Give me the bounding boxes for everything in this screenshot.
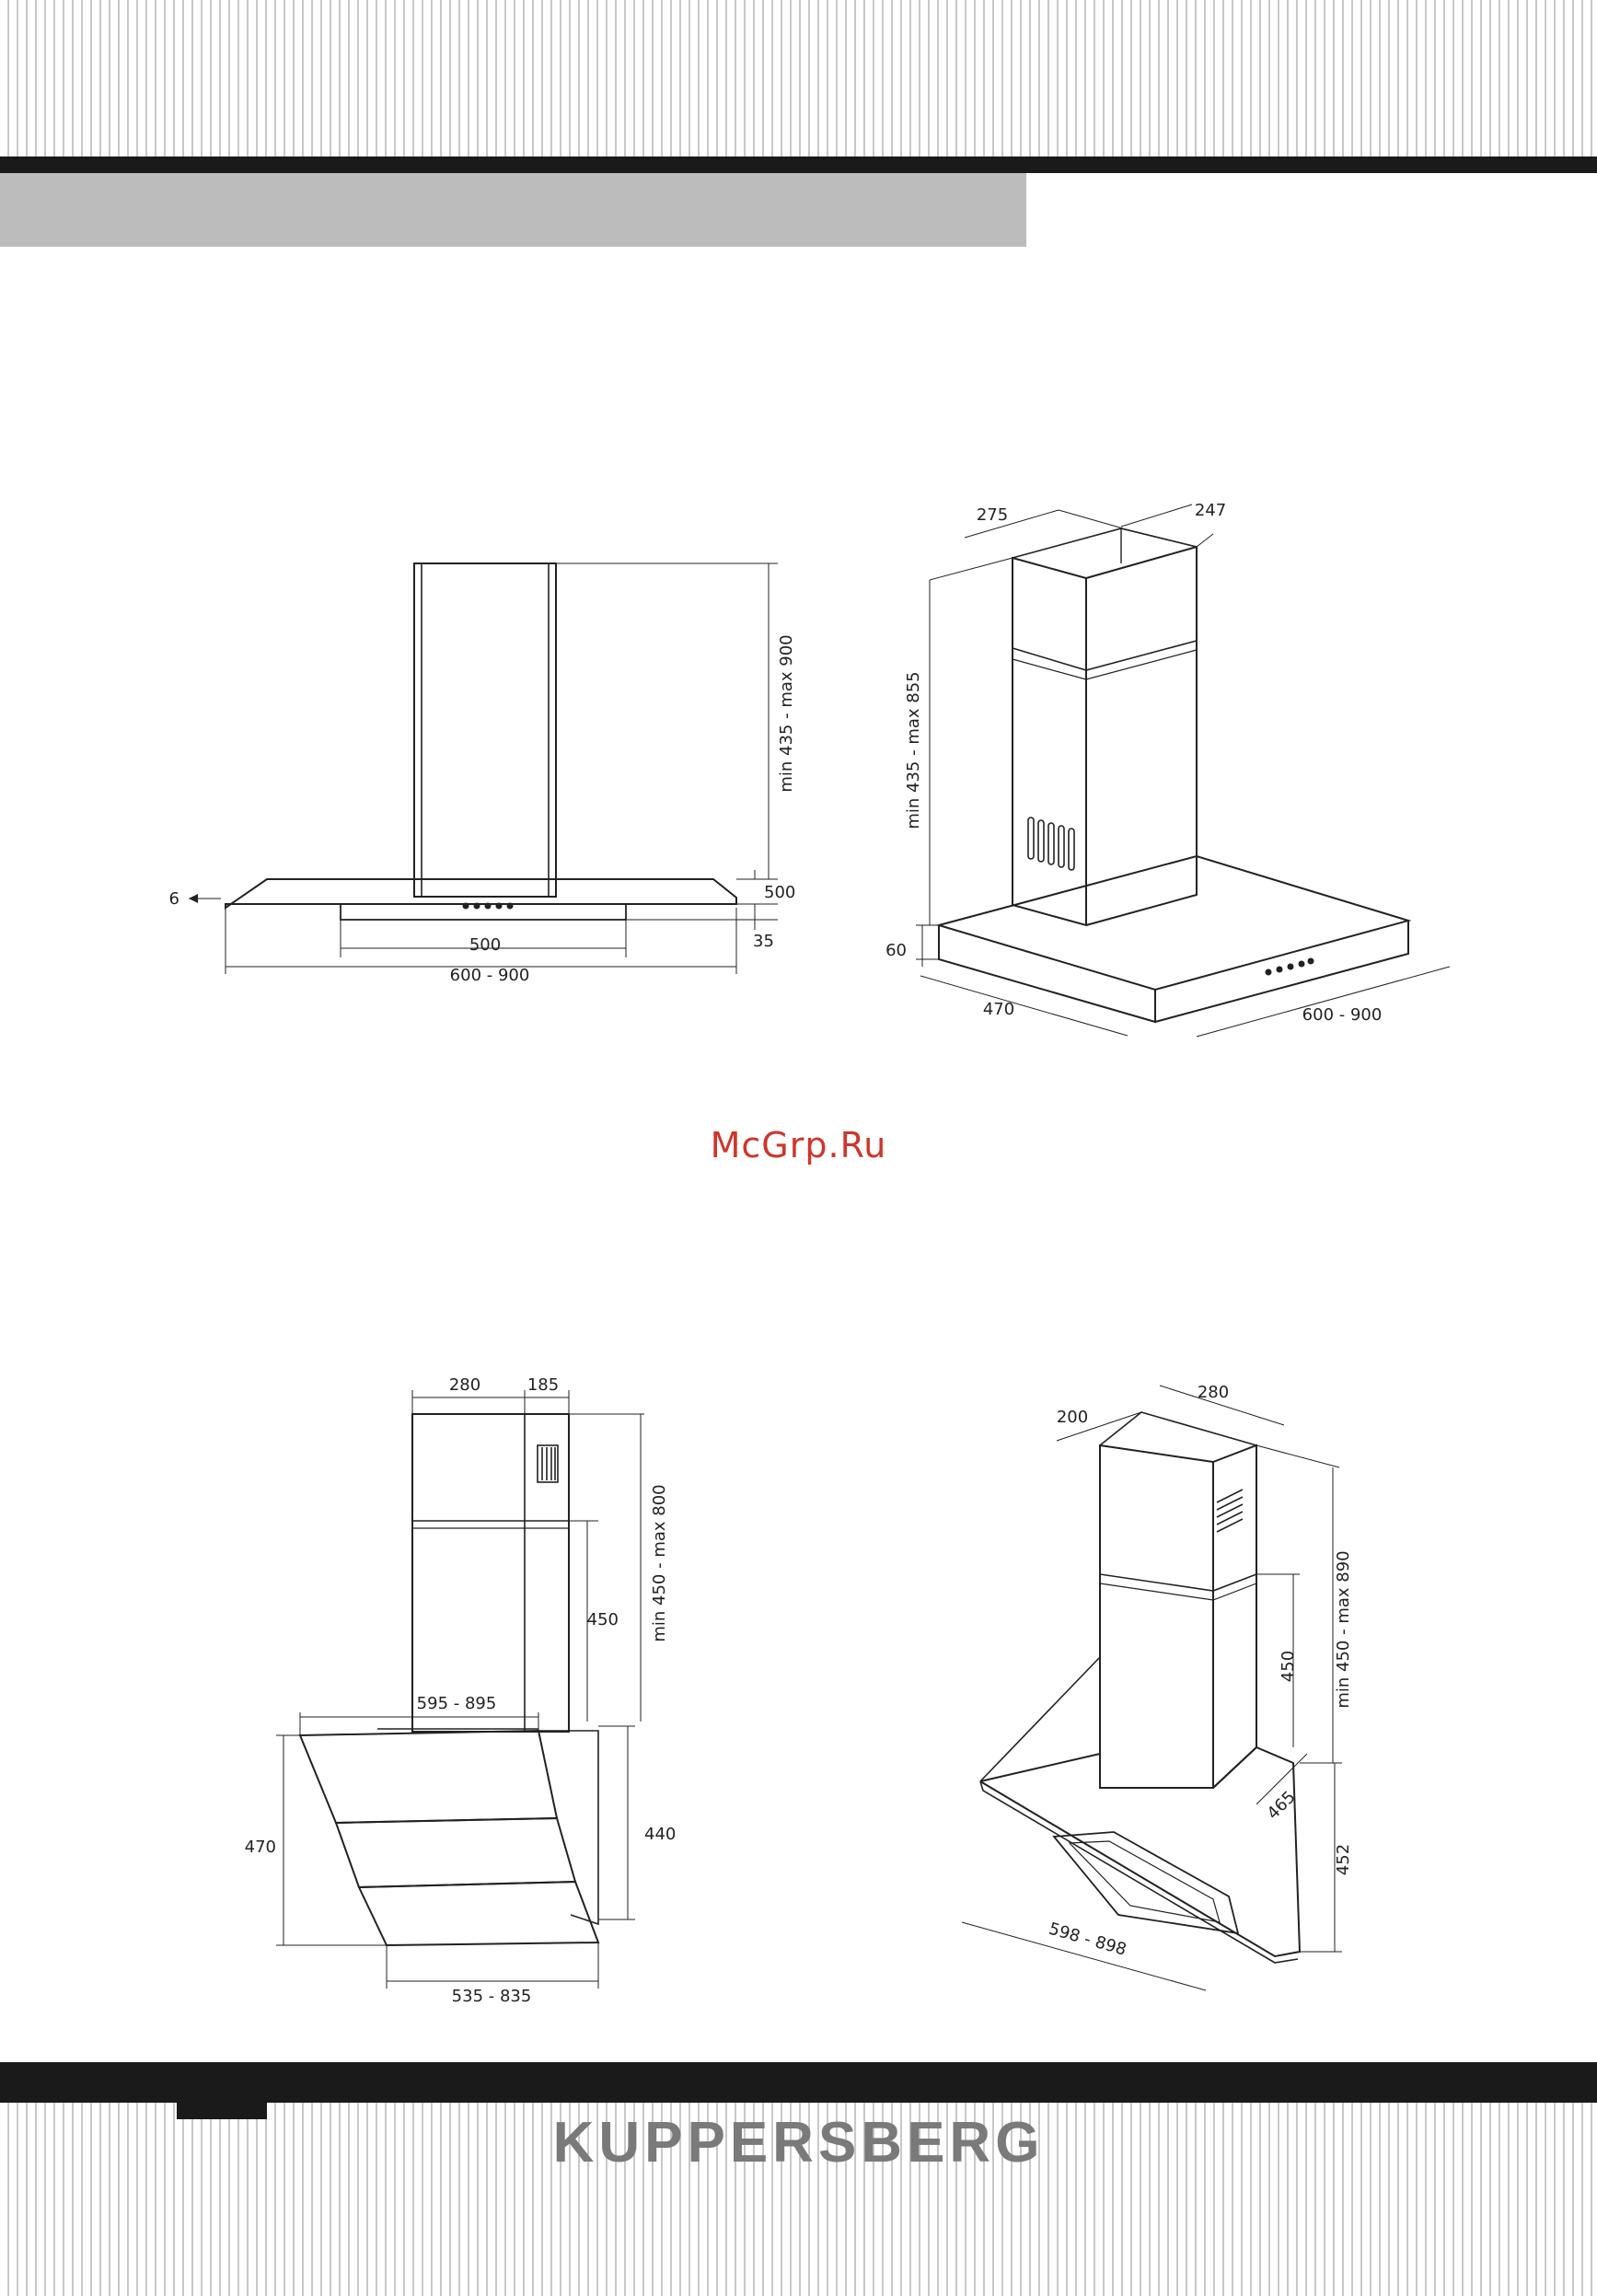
dim-panel-height: 452 bbox=[1334, 1844, 1353, 1875]
chimney-left-face bbox=[1013, 558, 1086, 925]
chimney-right-face bbox=[1086, 547, 1197, 925]
dim-chimney-width: 280 bbox=[1198, 1383, 1229, 1402]
dim-height-range: min 435 - max 900 bbox=[777, 634, 796, 792]
footer-band bbox=[0, 2062, 1597, 2103]
hood-body bbox=[341, 904, 626, 920]
dim-total-height: 470 bbox=[245, 1838, 276, 1857]
vent-grill bbox=[538, 1445, 558, 1482]
dim-chimney-b: 247 bbox=[1195, 501, 1226, 520]
panel-bottom bbox=[359, 1882, 598, 1945]
dim-height-range: min 435 - max 855 bbox=[904, 671, 923, 829]
dim-width: 598 - 898 bbox=[1047, 1919, 1128, 1960]
dim-panel-height: 440 bbox=[644, 1825, 676, 1844]
inclined-panel bbox=[980, 1747, 1300, 1956]
chimney-front-face bbox=[1100, 1445, 1213, 1788]
diagram-side-inclined-hood: 280 185 min 450 - max 800 450 595 - 895 … bbox=[245, 1375, 677, 2006]
dim-side-left: 6 bbox=[169, 889, 179, 909]
dim-side-right: 500 bbox=[764, 883, 795, 902]
dim-inner-height: 450 bbox=[587, 1610, 619, 1629]
chimney-outer bbox=[412, 1414, 569, 1732]
dim-inner-height: 450 bbox=[1279, 1651, 1298, 1682]
vent-slots bbox=[1028, 818, 1074, 870]
dim-chimney-width: 280 bbox=[449, 1375, 480, 1395]
brand-logo: KUPPERSBERG bbox=[0, 2110, 1597, 2175]
dim-top-width: 595 - 895 bbox=[417, 1694, 497, 1713]
diagram-front-t-hood: min 435 - max 900 6 500 35 500 600 - 900 bbox=[169, 563, 796, 985]
chimney-front bbox=[414, 563, 556, 897]
canopy-top bbox=[939, 856, 1408, 990]
dim-bottom-width: 535 - 835 bbox=[452, 1987, 532, 2006]
dim-hood-length: 500 bbox=[469, 935, 501, 955]
dim-base-height: 60 bbox=[885, 941, 907, 960]
vent-slots-iso bbox=[1217, 1490, 1243, 1532]
panel-middle bbox=[336, 1818, 575, 1887]
diagram-iso-inclined-hood: 200 280 min 450 - max 890 450 465 452 59… bbox=[962, 1383, 1353, 1990]
dim-chimney-a: 275 bbox=[977, 505, 1008, 525]
control-buttons-iso bbox=[1266, 958, 1314, 976]
dim-width: 600 - 900 bbox=[450, 966, 530, 985]
dim-width: 600 - 900 bbox=[1302, 1005, 1383, 1025]
panel-top bbox=[300, 1731, 557, 1823]
diagram-iso-t-hood: 275 247 min 435 - max 855 60 470 600 - 9… bbox=[885, 501, 1450, 1037]
dim-depth: 35 bbox=[753, 932, 774, 951]
dim-depth: 470 bbox=[983, 1000, 1014, 1019]
dim-height-range: min 450 - max 800 bbox=[650, 1484, 669, 1641]
dim-height-range: min 450 - max 890 bbox=[1334, 1550, 1353, 1708]
dim-chimney-depth: 200 bbox=[1057, 1408, 1088, 1427]
dim-chimney-depth: 185 bbox=[527, 1375, 559, 1395]
